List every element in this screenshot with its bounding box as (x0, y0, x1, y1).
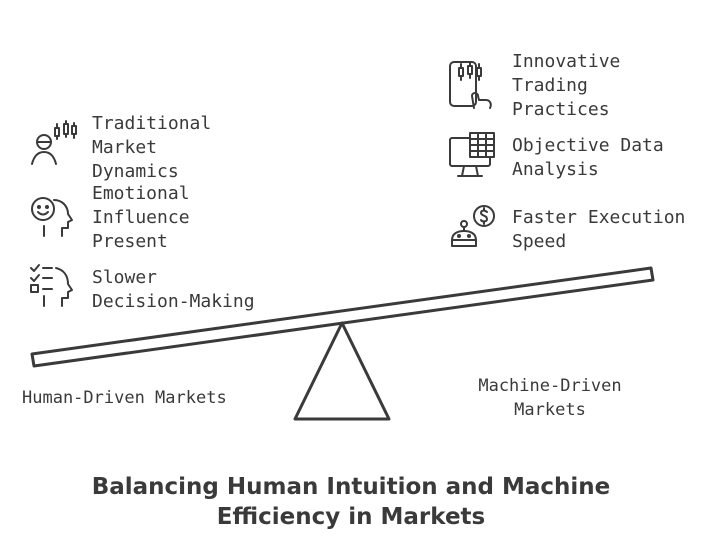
label-line: Markets (514, 400, 586, 420)
seesaw-plank (30, 266, 655, 368)
right-item-innovative: Innovative Trading Practices (512, 50, 620, 122)
item-line: Analysis (512, 159, 599, 180)
item-line: Speed (512, 231, 567, 252)
item-line: Innovative (512, 51, 621, 72)
tablet-candlestick-icon (446, 58, 500, 116)
left-item-slower: Slower Decision-Making (92, 266, 255, 314)
item-line: Decision-Making (92, 291, 255, 312)
item-line: Influence (92, 207, 190, 228)
item-line: Present (92, 231, 168, 252)
item-line: Objective Data (512, 135, 664, 156)
robot-dollar-icon (446, 202, 500, 260)
right-item-objective: Objective Data Analysis (512, 134, 664, 182)
item-line: Market (92, 137, 158, 158)
person-chart-icon (28, 118, 80, 174)
human-driven-label: Human-Driven Markets (22, 388, 227, 408)
left-item-emotional: Emotional Influence Present (92, 182, 190, 254)
item-line: Traditional (92, 113, 212, 134)
title-line: Balancing Human Intuition and Machine (91, 474, 611, 500)
item-line: Dynamics (92, 161, 179, 182)
item-line: Practices (512, 99, 610, 120)
right-item-faster: Faster Execution Speed (512, 206, 685, 254)
emotional-head-icon (28, 192, 80, 248)
item-line: Trading (512, 75, 588, 96)
checklist-head-icon (28, 262, 80, 318)
diagram-title: Balancing Human Intuition and Machine Ef… (0, 472, 702, 532)
item-line: Slower (92, 267, 158, 288)
item-line: Emotional (92, 183, 190, 204)
item-line: Faster Execution (512, 207, 686, 228)
title-line: Efficiency in Markets (216, 504, 486, 530)
label-line: Machine-Driven (478, 376, 622, 396)
seesaw-fulcrum (293, 321, 391, 421)
machine-driven-label: Machine-Driven Markets (470, 374, 630, 422)
left-item-traditional: Traditional Market Dynamics (92, 112, 211, 184)
monitor-spreadsheet-icon (446, 130, 500, 188)
